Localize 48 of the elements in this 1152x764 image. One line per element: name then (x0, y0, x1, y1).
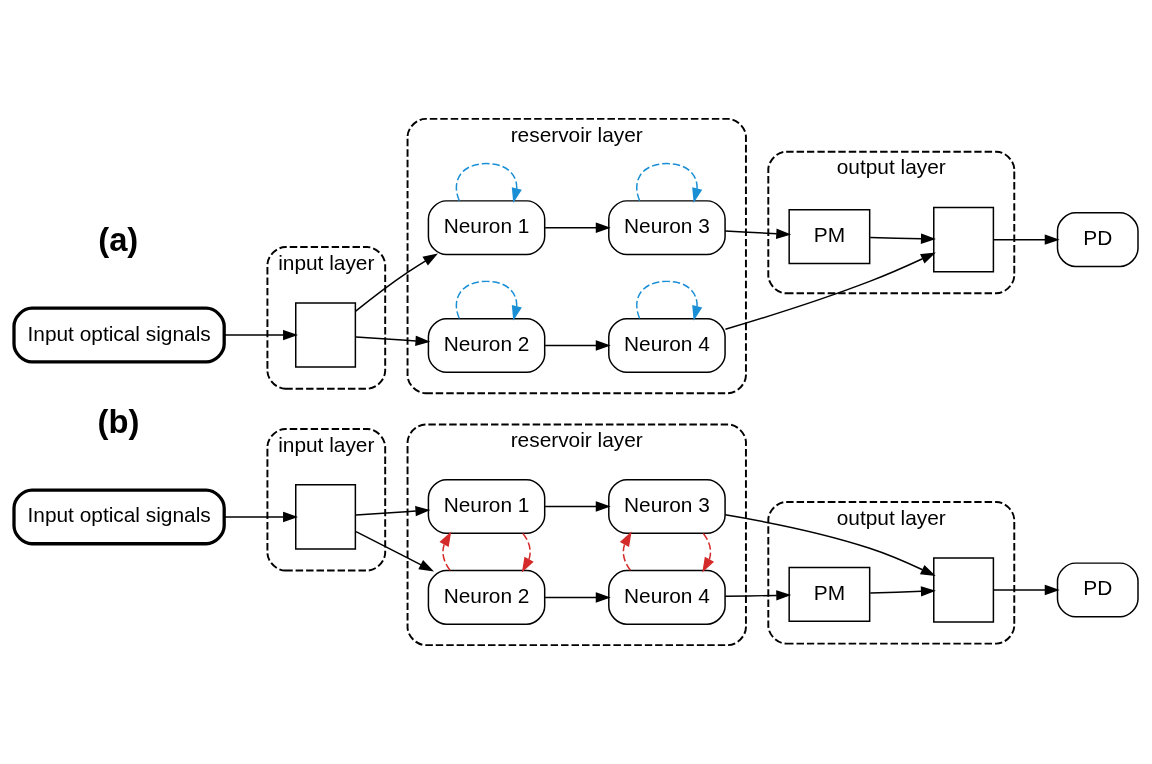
arrow (223, 511, 298, 523)
label: (a) (98, 220, 139, 258)
node-box (933, 557, 995, 623)
arrow (724, 514, 936, 577)
arrow (724, 590, 792, 601)
node-box (295, 302, 357, 368)
node-box: Neuron 3 (608, 200, 726, 256)
arrow (544, 501, 611, 512)
node-box: PM (788, 209, 871, 265)
arrow (992, 584, 1060, 596)
arrow (702, 532, 714, 573)
node-box: Neuron 2 (427, 569, 546, 625)
arrow (544, 222, 611, 233)
arrow (355, 335, 431, 347)
cluster: input layer (266, 246, 387, 390)
arrow (869, 233, 936, 244)
arrow (355, 530, 434, 572)
label: (b) (97, 402, 140, 440)
cluster: input layer (266, 428, 387, 572)
arrow (521, 532, 534, 573)
arrow (355, 505, 431, 517)
arrow (636, 280, 703, 321)
node-box: Neuron 4 (608, 317, 726, 374)
arrow (455, 280, 522, 321)
node-box (933, 206, 995, 273)
arrow (619, 531, 632, 572)
arrow (223, 329, 298, 341)
arrow (544, 340, 611, 351)
arrow (439, 531, 452, 572)
node-box: Neuron 4 (608, 569, 726, 625)
arrow (724, 228, 792, 239)
node-box: Neuron 3 (608, 478, 726, 535)
arrow (455, 162, 522, 203)
arrow (544, 592, 611, 603)
node-box: Neuron 1 (427, 478, 546, 535)
arrow (724, 252, 936, 330)
node-box: Input optical signals (12, 306, 226, 364)
arrow (354, 253, 438, 313)
arrow (869, 586, 936, 597)
node-box: Neuron 2 (427, 317, 546, 374)
node-box: Neuron 1 (427, 200, 546, 256)
arrow (636, 162, 703, 203)
node-box: PD (1056, 212, 1139, 268)
node-box: Input optical signals (12, 488, 226, 546)
node-box: PD (1056, 562, 1139, 618)
node-box: PM (788, 566, 871, 622)
node-box (295, 484, 357, 550)
arrow (992, 234, 1060, 245)
